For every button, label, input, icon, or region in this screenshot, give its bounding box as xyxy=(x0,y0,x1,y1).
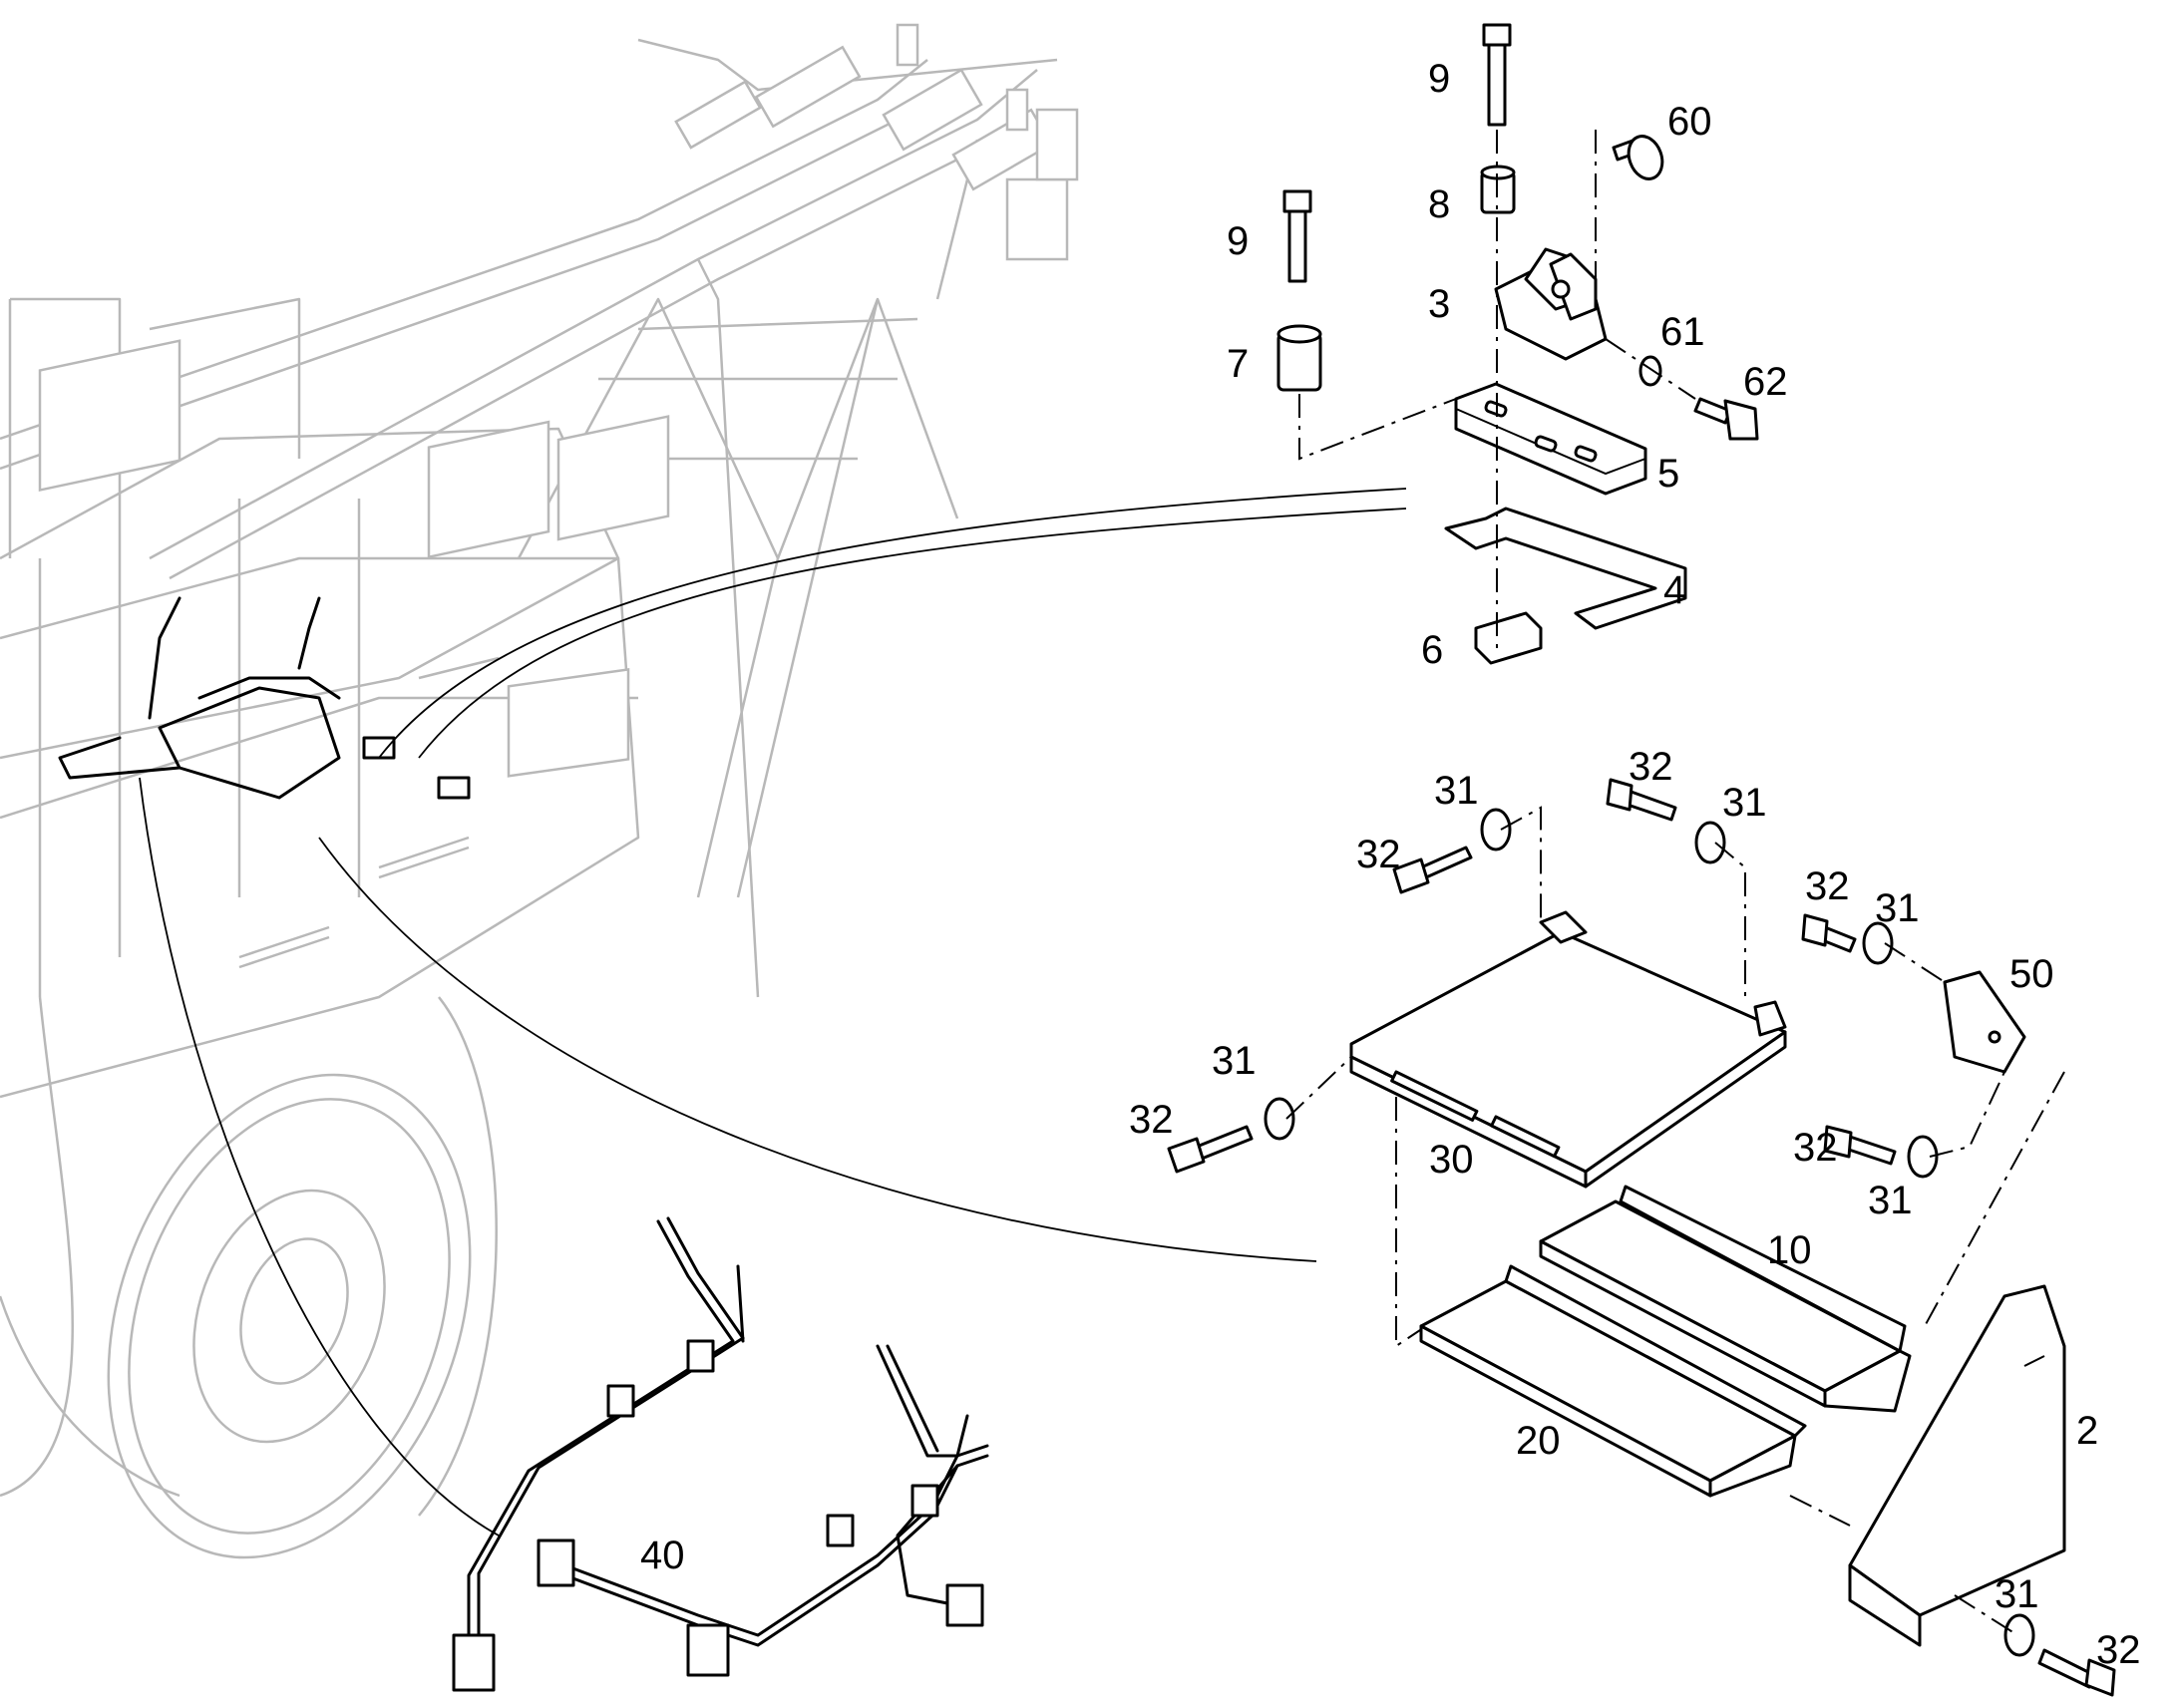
callout-3: 3 xyxy=(1428,282,1450,326)
callout-6: 6 xyxy=(1421,628,1443,672)
spacer-7 xyxy=(1276,324,1322,392)
bolt-32-f xyxy=(2037,1648,2116,1697)
callout-30: 30 xyxy=(1429,1138,1474,1182)
callout-32-b: 32 xyxy=(1629,745,1673,789)
callout-labels: 9 60 8 9 3 61 7 62 5 4 6 32 31 31 32 32 … xyxy=(640,57,2141,1672)
tray-30 xyxy=(1349,910,1787,1189)
callout-31-b: 31 xyxy=(1722,781,1767,825)
callout-31-d: 31 xyxy=(1868,1179,1913,1222)
callout-32-f: 32 xyxy=(2096,1628,2141,1672)
callout-32-e: 32 xyxy=(1129,1098,1174,1142)
bolt-32-e xyxy=(1167,1125,1254,1174)
callout-7: 7 xyxy=(1227,342,1249,386)
callout-61: 61 xyxy=(1660,310,1705,354)
rail-10 xyxy=(1539,1185,1912,1413)
callout-40: 40 xyxy=(640,1534,685,1577)
handrail-40 xyxy=(452,1216,989,1692)
rail-group xyxy=(1419,1185,2116,1697)
washer-31-b xyxy=(1694,821,1726,864)
callout-9-left: 9 xyxy=(1227,219,1249,263)
washer-31-a xyxy=(1480,808,1512,852)
bolt-32-c xyxy=(1801,913,1857,953)
bolt-9-top xyxy=(1482,23,1512,127)
bolt-32-d xyxy=(1823,1125,1897,1166)
bracket-4 xyxy=(1444,507,1687,630)
mount-bracket-group xyxy=(1276,23,1759,665)
callout-32-a: 32 xyxy=(1356,833,1401,876)
callout-31-c: 31 xyxy=(1875,886,1920,930)
callout-62: 62 xyxy=(1743,360,1788,404)
callout-31-a: 31 xyxy=(1434,769,1479,813)
block-6 xyxy=(1474,611,1543,665)
washer-31-d xyxy=(1907,1135,1939,1179)
callout-50: 50 xyxy=(2009,952,2054,996)
washer-31-c xyxy=(1862,921,1894,965)
callout-31-e: 31 xyxy=(1212,1039,1257,1083)
callout-32-d: 32 xyxy=(1793,1126,1838,1170)
bolt-32-a xyxy=(1392,846,1473,894)
callout-60: 60 xyxy=(1667,100,1712,144)
bolt-32-b xyxy=(1606,778,1677,822)
bolt-60 xyxy=(1612,135,1664,180)
reference-leaders xyxy=(139,488,1407,1537)
bolt-9-left xyxy=(1282,189,1312,283)
tray-group xyxy=(1167,778,2065,1348)
bolt-62 xyxy=(1693,397,1759,441)
washer-31-e xyxy=(1264,1097,1295,1141)
callout-2: 2 xyxy=(2076,1409,2098,1453)
callout-32-c: 32 xyxy=(1805,864,1850,908)
callout-31-f: 31 xyxy=(1995,1572,2039,1616)
callout-10: 10 xyxy=(1767,1228,1812,1272)
callout-5: 5 xyxy=(1657,452,1679,496)
callout-20: 20 xyxy=(1516,1419,1561,1463)
callout-4: 4 xyxy=(1663,568,1685,612)
machine-background-view xyxy=(0,23,1079,1559)
washer-61 xyxy=(1638,355,1662,387)
plate-5 xyxy=(1454,382,1647,496)
clamp-3 xyxy=(1494,247,1608,361)
bracket-50 xyxy=(1943,970,2026,1074)
callout-9-top: 9 xyxy=(1428,57,1450,101)
callout-8: 8 xyxy=(1428,182,1450,226)
rail-20 xyxy=(1419,1264,1807,1498)
side-bracket-2 xyxy=(1848,1284,2066,1647)
washer-31-f xyxy=(2003,1613,2035,1657)
